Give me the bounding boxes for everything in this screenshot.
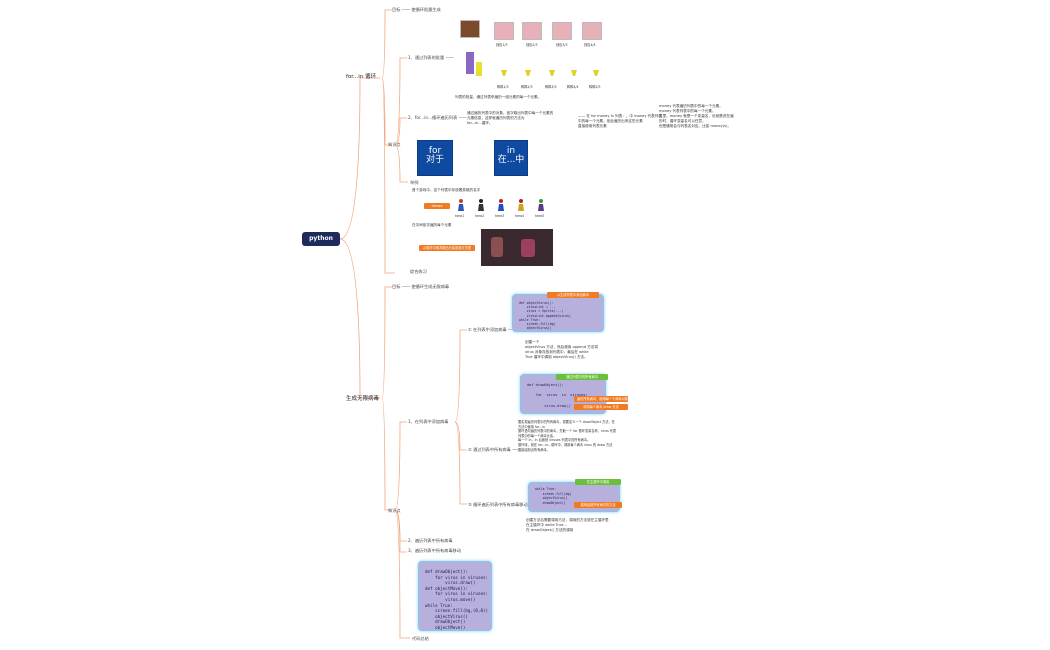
code-block-2: def drawObject(): for virus in viruses: … (520, 374, 606, 414)
game-figure-2 (521, 239, 535, 257)
code1-tag: 从生成列表中添加病毒 (547, 292, 599, 298)
hero-icon-5 (538, 199, 544, 211)
step2-far-note: money 代表遍历列表中的每一个元素， money 代表列表中的每一个元素。 … (659, 104, 734, 128)
virus-summary[interactable]: 代码总结 (412, 636, 429, 641)
hero-icon-2 (478, 199, 484, 211)
wallet-thumb-4 (582, 22, 602, 40)
duck-icon-2 (525, 70, 531, 76)
duck-icon-3 (549, 70, 555, 76)
root-node[interactable]: python (302, 232, 340, 246)
hero-caption-3: hero3 (495, 214, 505, 218)
for-card: for 对于 (417, 140, 453, 176)
hero-icon-3 (498, 199, 504, 211)
hero-icon-1 (458, 199, 464, 211)
code3-tag-mid: 调用绘制所有病毒的方法 (574, 502, 622, 508)
hero-caption-2: hero2 (475, 214, 485, 218)
loop-tag: 从循环中依次取出元素放到方法里 (419, 245, 475, 251)
code-block-4: def drawObject(): for virus in viruses: … (418, 561, 492, 631)
in-card-en: in (506, 146, 516, 156)
hero-caption-5: hero5 (535, 214, 545, 218)
code3-tag-top: 在主循环中调用 (575, 479, 621, 485)
virus-sub3[interactable]: ③ 循环遍历列表中所有病毒移动 —— (468, 502, 538, 507)
in-card-cn: 在...中 (497, 155, 525, 165)
wallet-caption-1: 钱包1/3 (496, 43, 508, 47)
wallet-caption-3: 钱包3/3 (556, 43, 568, 47)
note2: 要实现遍历列表中的所有病毒，需要定义一个 drawObject 方法，在 方法中… (518, 420, 617, 452)
for-card-en: for (428, 146, 442, 156)
code2-tag-mid: 遍历所有病毒，使用每一个病毒对象 (574, 396, 628, 402)
hero-caption-1: hero1 (455, 214, 465, 218)
duck-list-image (466, 52, 474, 74)
for-knowledge[interactable]: 知识点 (388, 142, 401, 147)
step2-desc: 通过遍历列表中的对象，逐次取出列表中每一个元素的 元素信息，这样就遍历列表的方法… (467, 111, 554, 125)
duck-caption-2: 鸭鸭2/3 (521, 85, 533, 89)
duck-caption-3: 鸭鸭3/3 (545, 85, 557, 89)
wallet-image (460, 20, 480, 38)
wallet-caption-4: 钱包4/4 (584, 43, 596, 47)
virus-step1[interactable]: 1、在列表中添加病毒 (408, 419, 449, 424)
branch-virus[interactable]: 生成无限病毒 (346, 396, 380, 402)
heroes-tag: heroes (424, 203, 450, 209)
virus-knowledge[interactable]: 知识点 (388, 508, 401, 513)
step2-right: —— 在 for money in 列表：，中 money 代表列表 中的每一个… (578, 114, 662, 128)
for-step2[interactable]: 2、for...in...循环遍历列表 —— (408, 115, 467, 120)
in-card: in 在...中 (494, 140, 528, 176)
virus-step2[interactable]: 2、遍历列表中所有病毒 (408, 538, 453, 543)
example-desc: 首个游戏中，这个列表中存放着英雄的名字 (412, 188, 481, 192)
for-summary[interactable]: 综合练习 (410, 269, 427, 274)
virus-sub2[interactable]: ② 通过列表中所有病毒 —— (468, 447, 521, 452)
for-goal[interactable]: 目标 —— 使循环批量生成 (392, 7, 441, 12)
duck-caption-5: 鸭鸭5/5 (589, 85, 601, 89)
for-card-cn: 对于 (425, 155, 444, 165)
note3: 创建方法后需要调用方法，调用的方法放在主循环里 在主循环中 while True… (526, 518, 609, 532)
loop-note: 在中间依次遍历每个元素 (412, 223, 452, 227)
duck-caption-1: 鸭鸭1/3 (497, 85, 509, 89)
virus-step3[interactable]: 3、遍历列表中所有病毒移动 (408, 548, 461, 553)
wallet-thumb-1 (494, 22, 514, 40)
branch-for-in[interactable]: for...in 循环 (346, 74, 377, 80)
wallet-caption-2: 钱包2/3 (526, 43, 538, 47)
virus-goal[interactable]: 目标 —— 使循环生成无限病毒 (392, 284, 450, 289)
hero-icon-4 (518, 199, 524, 211)
example-label[interactable]: 举例 (410, 180, 419, 185)
code-block-1: def objectVirus(): virusList = ... virus… (512, 294, 604, 332)
virus-sub1[interactable]: ① 在列表中添加病毒 —— (468, 327, 517, 332)
duck-icon-1 (501, 70, 507, 76)
duck-caption-4: 鸭鸭4/4 (567, 85, 579, 89)
for-step1[interactable]: 1、通过列表的批量 —— (408, 55, 454, 60)
wallet-thumb-2 (522, 22, 542, 40)
game-figure-1 (491, 237, 503, 257)
note1: 创建一个 objectVirus 方法，然后使用 append 方法将 viru… (525, 340, 598, 359)
code2-tag-bot: 调用每个病毒 draw 方法 (574, 404, 628, 410)
hero-caption-4: hero4 (515, 214, 525, 218)
step1-note: 列表的批量，通过列表来遍历一组元素的每一个元素。 (455, 95, 542, 99)
game-screenshot (481, 229, 553, 266)
wallet-thumb-3 (552, 22, 572, 40)
duck-icon-5 (593, 70, 599, 76)
duck-icon-4 (571, 70, 577, 76)
code2-tag-top: 通过列表中的所有病毒 (556, 374, 608, 380)
duck-image (476, 62, 482, 76)
